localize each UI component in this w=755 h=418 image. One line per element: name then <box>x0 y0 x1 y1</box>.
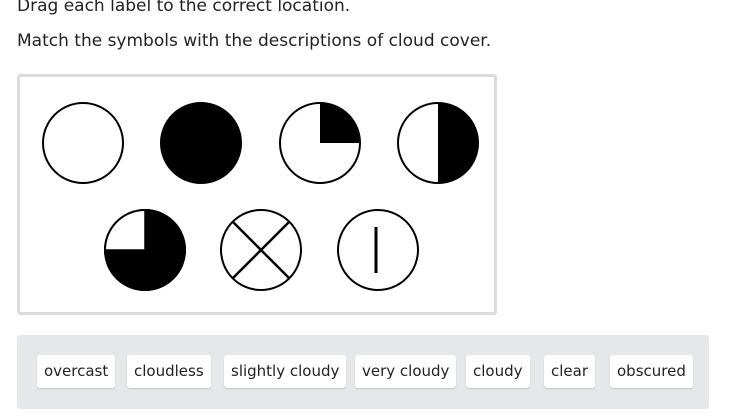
label-chip-slightly-cloudy[interactable]: slightly cloudy <box>224 355 347 388</box>
cloud-cover-x-circle-icon[interactable] <box>219 208 303 292</box>
cloud-cover-half-circle-icon[interactable] <box>396 101 480 185</box>
cloud-cover-vertical-line-circle-icon[interactable] <box>336 208 420 292</box>
label-chip-clear[interactable]: clear <box>544 355 596 388</box>
cloud-cover-empty-circle-icon[interactable] <box>41 101 125 185</box>
label-chip-cloudy[interactable]: cloudy <box>466 355 530 388</box>
cloud-cover-quarter-circle-icon[interactable] <box>278 101 362 185</box>
instruction-text: Drag each label to the correct location. <box>17 0 351 16</box>
label-chip-obscured[interactable]: obscured <box>610 355 693 388</box>
label-tray: overcast cloudless slightly cloudy very … <box>17 335 709 409</box>
label-chip-cloudless[interactable]: cloudless <box>127 355 211 388</box>
label-chip-overcast[interactable]: overcast <box>37 355 116 388</box>
question-prompt: Match the symbols with the descriptions … <box>17 31 492 51</box>
symbol-drop-panel <box>17 74 497 315</box>
cloud-cover-three-quarter-circle-icon[interactable] <box>103 208 187 292</box>
label-chip-very-cloudy[interactable]: very cloudy <box>355 355 457 388</box>
cloud-cover-full-circle-icon[interactable] <box>159 101 243 185</box>
